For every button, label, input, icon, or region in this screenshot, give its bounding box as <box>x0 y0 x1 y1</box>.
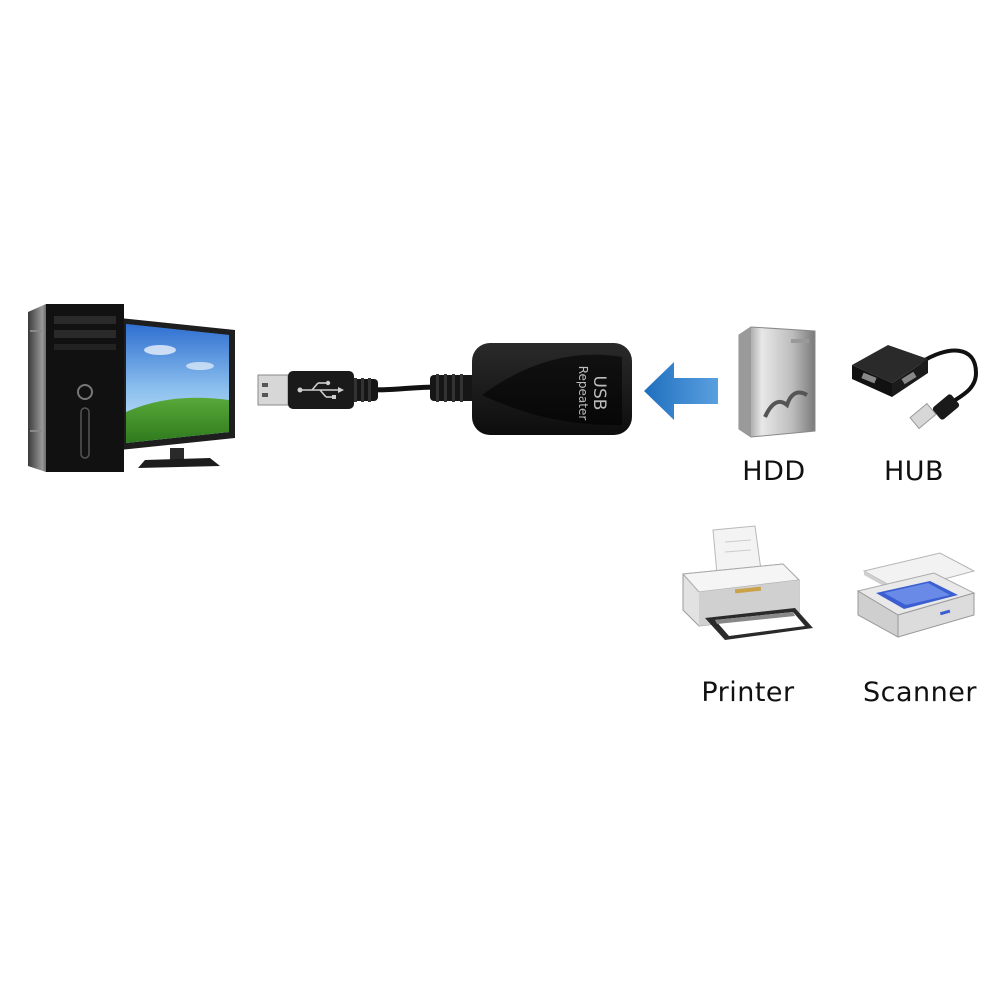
repeater-label-repeater: Repeater <box>576 365 590 421</box>
usb-a-plug-icon <box>257 371 354 409</box>
flatbed-scanner-icon <box>850 545 980 645</box>
desktop-computer-icon <box>20 300 245 485</box>
device-label-scanner: Scanner <box>863 677 977 708</box>
printer-icon <box>675 522 820 652</box>
device-label-printer: Printer <box>701 677 795 708</box>
tower-case <box>28 304 124 472</box>
strain-relief-right <box>430 374 476 402</box>
left-arrow-icon <box>644 362 720 420</box>
device-label-hub: HUB <box>883 456 945 487</box>
repeater-label: USB Repeater <box>568 353 609 433</box>
usb-repeater-body <box>472 343 632 435</box>
usb-hub-icon <box>848 335 983 430</box>
usb-cable-assembly: USB Repeater <box>250 335 650 445</box>
monitor <box>120 318 235 468</box>
strain-relief-left <box>348 378 378 402</box>
external-hdd-icon <box>735 325 825 445</box>
device-label-hdd: HDD <box>742 456 806 487</box>
repeater-label-usb: USB <box>589 375 609 411</box>
